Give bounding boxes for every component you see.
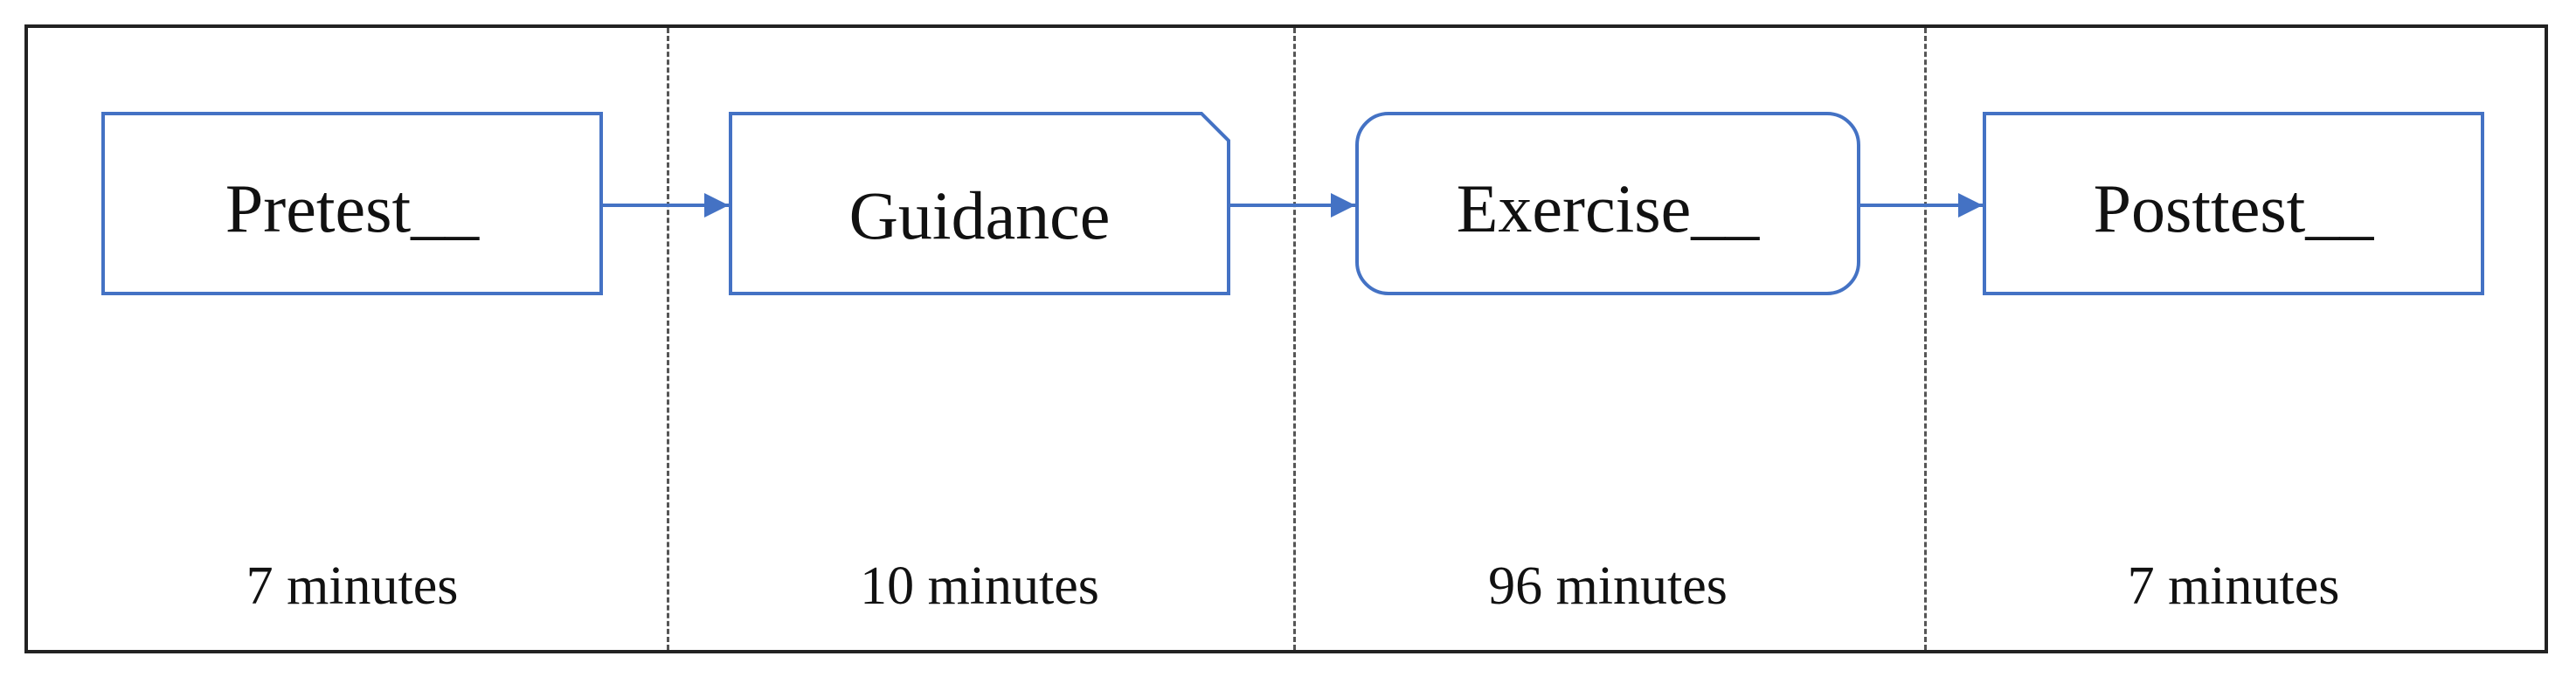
guidance-duration: 10 minutes: [860, 556, 1099, 616]
pretest-duration: 7 minutes: [246, 556, 459, 616]
guidance-label: Guidance: [848, 177, 1111, 253]
section-divider-1: [667, 28, 669, 650]
exercise-label: Exercise__: [1456, 170, 1760, 246]
posttest-duration: 7 minutes: [2127, 556, 2340, 616]
section-divider-3: [1924, 28, 1927, 650]
exercise-duration: 96 minutes: [1488, 556, 1728, 616]
posttest-label: Posttest__: [2093, 170, 2374, 246]
pretest-label: Pretest__: [225, 170, 480, 246]
section-divider-2: [1293, 28, 1296, 650]
